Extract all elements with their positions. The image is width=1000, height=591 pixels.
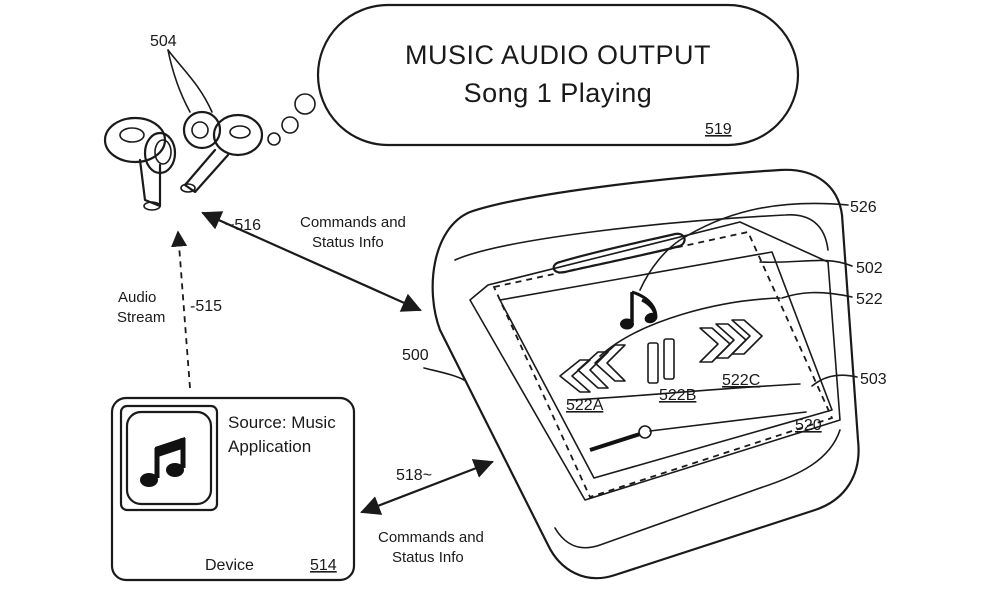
controls-ref: 522 xyxy=(856,291,883,308)
lid-ref: 502 xyxy=(856,260,883,277)
link-bottom-label-2: Status Info xyxy=(392,549,464,566)
case-ref: 500 xyxy=(402,347,429,364)
link-top-label-2: Status Info xyxy=(312,234,384,251)
audio-ref: -515 xyxy=(190,298,222,315)
music-note-icon xyxy=(140,437,186,487)
audio-label-1: Audio xyxy=(118,289,156,306)
right-earbud-icon xyxy=(180,110,264,194)
control-prev-label: 522A xyxy=(566,397,604,414)
left-earbud-icon xyxy=(103,116,177,211)
device-ref: 514 xyxy=(310,557,337,574)
bubble-ref: 519 xyxy=(705,121,732,138)
slot-ref: 526 xyxy=(850,199,877,216)
next-button-icon xyxy=(699,319,763,363)
prev-button-icon xyxy=(559,344,626,393)
earbuds: 504 xyxy=(103,33,264,211)
link-commands-top: ~516 Commands and Status Info xyxy=(201,211,422,312)
link-audio-stream: Audio Stream -515 xyxy=(117,230,222,389)
pause-button-icon xyxy=(647,338,675,384)
progress-scrubber xyxy=(589,411,807,452)
earbuds-ref: 504 xyxy=(150,33,177,50)
control-next-label: 522C xyxy=(722,372,760,389)
music-app-icon-frame xyxy=(119,404,219,512)
case-slot xyxy=(552,232,686,274)
link-bottom-label-1: Commands and xyxy=(378,529,484,546)
display-ref: 520 xyxy=(795,417,822,434)
charging-case: 522A 522B 522C 520 xyxy=(431,168,860,580)
link-commands-bottom: 518~ Commands and Status Info xyxy=(360,459,494,566)
device-box: Source: Music Application Device 514 xyxy=(110,396,356,582)
device-source-line1: Source: Music xyxy=(228,413,336,432)
case-screen xyxy=(499,251,833,479)
screen-ref: 503 xyxy=(860,371,887,388)
control-pause-label: 522B xyxy=(659,387,696,404)
link-bottom-ref: 518~ xyxy=(396,467,432,484)
case-leaders: 500 526 502 522 503 xyxy=(402,199,887,388)
device-name: Device xyxy=(205,557,254,574)
audio-output-bubble: MUSIC AUDIO OUTPUT Song 1 Playing 519 xyxy=(267,3,800,147)
device-source-line2: Application xyxy=(228,437,311,456)
bubble-subtitle: Song 1 Playing xyxy=(464,78,653,108)
bubble-title: MUSIC AUDIO OUTPUT xyxy=(405,40,711,70)
audio-label-2: Stream xyxy=(117,309,165,326)
link-top-label-1: Commands and xyxy=(300,214,406,231)
link-top-ref: ~516 xyxy=(225,217,261,234)
case-music-note-icon xyxy=(620,290,658,330)
